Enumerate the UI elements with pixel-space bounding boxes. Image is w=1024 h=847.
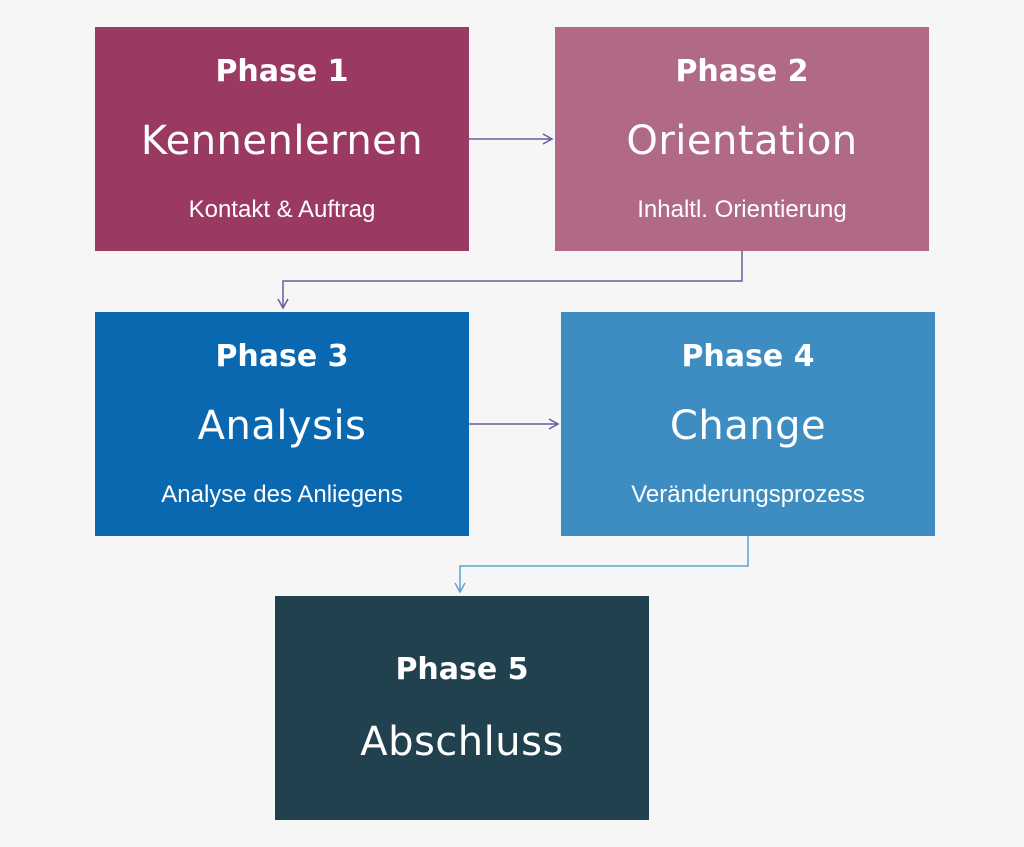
phase-2-box: Phase 2 Orientation Inhaltl. Orientierun… bbox=[555, 27, 929, 251]
phase-3-box: Phase 3 Analysis Analyse des Anliegens bbox=[95, 312, 469, 536]
phase-3-label: Phase 3 bbox=[215, 339, 349, 374]
arrow-phase4-to-phase5 bbox=[454, 536, 749, 594]
phase-2-subtitle: Inhaltl. Orientierung bbox=[637, 196, 847, 223]
phase-2-label: Phase 2 bbox=[675, 54, 809, 89]
phase-1-subtitle: Kontakt & Auftrag bbox=[188, 196, 376, 223]
arrow-phase2-to-phase3 bbox=[277, 251, 743, 310]
phase-1-box: Phase 1 Kennenlernen Kontakt & Auftrag bbox=[95, 27, 469, 251]
phase-4-box: Phase 4 Change Veränderungsprozess bbox=[561, 312, 935, 536]
phase-4-subtitle: Veränderungsprozess bbox=[631, 481, 865, 508]
phase-4-title: Change bbox=[669, 403, 827, 449]
phase-5-label: Phase 5 bbox=[395, 652, 529, 687]
phase-4-label: Phase 4 bbox=[681, 339, 815, 374]
phase-1-label: Phase 1 bbox=[215, 54, 349, 89]
phase-3-title: Analysis bbox=[197, 403, 367, 449]
phase-1-title: Kennenlernen bbox=[140, 118, 424, 164]
phase-3-subtitle: Analyse des Anliegens bbox=[161, 481, 403, 508]
phase-2-title: Orientation bbox=[626, 118, 858, 164]
phase-5-title: Abschluss bbox=[360, 719, 564, 765]
phase-5-box: Phase 5 Abschluss bbox=[275, 596, 649, 820]
